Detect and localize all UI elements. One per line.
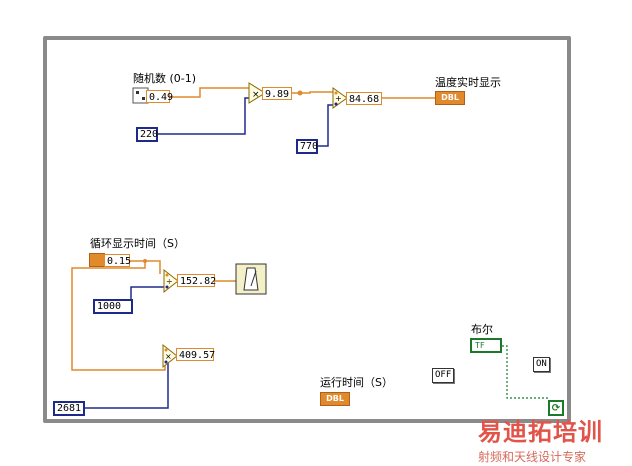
- loop-time-label: 循环显示时间（S）: [90, 237, 185, 250]
- multiply-result: 9.89: [262, 87, 292, 100]
- junction-dot: [143, 259, 147, 263]
- svg-text:÷: ÷: [166, 277, 173, 286]
- metronome-icon: [235, 263, 267, 295]
- bool-control[interactable]: TF: [470, 338, 502, 353]
- wire-1000-to-mult: [130, 286, 165, 300]
- add-result: 84.68: [346, 92, 382, 105]
- wire-220-to-multiply: [157, 97, 250, 135]
- run-mult-result: 409.57: [176, 348, 215, 361]
- wire-770-to-add: [318, 104, 337, 147]
- wire-bool-to-stop: [502, 345, 548, 399]
- random-output: 0.49: [146, 90, 173, 103]
- const-220[interactable]: 220: [136, 127, 158, 142]
- temp-display-label: 温度实时显示: [435, 76, 501, 89]
- junction-dot: [297, 90, 303, 96]
- watermark-title: 易迪拓培训: [478, 418, 603, 446]
- multiply-node-1: ×: [248, 82, 266, 104]
- svg-text:×: ×: [165, 352, 172, 361]
- const-2681[interactable]: 2681: [53, 401, 85, 416]
- watermark-subtitle: 射频和天线设计专家: [478, 450, 587, 464]
- svg-text:×: ×: [252, 90, 260, 100]
- wire-multiply-to-add: [285, 91, 333, 94]
- wire-random-to-multiply: [163, 87, 250, 98]
- run-time-label: 运行时间（S）: [320, 376, 393, 389]
- random-dice-icon: [132, 87, 149, 104]
- random-label: 随机数 (0-1): [133, 72, 197, 85]
- multiply-node-3: ×: [162, 343, 178, 369]
- off-constant[interactable]: OFF: [432, 368, 455, 383]
- const-770[interactable]: 770: [296, 139, 318, 154]
- add-node: +: [332, 87, 348, 109]
- svg-text:+: +: [335, 94, 342, 103]
- bool-label: 布尔: [471, 323, 493, 336]
- const-1000[interactable]: 1000: [93, 299, 133, 314]
- wire-loop-time-to-mult: [130, 260, 161, 274]
- temp-display-terminal[interactable]: DBL: [435, 91, 465, 105]
- loop-mult-result: 152.82: [177, 274, 216, 287]
- wire-loop-time-down: [71, 261, 166, 371]
- loop-time-terminal[interactable]: [89, 253, 105, 267]
- multiply-node-2: ÷: [163, 268, 179, 294]
- run-time-terminal[interactable]: DBL: [320, 392, 350, 406]
- loop-condition-stop-icon[interactable]: ⟳: [548, 400, 564, 416]
- on-constant[interactable]: ON: [533, 357, 550, 372]
- loop-time-value: 0.15: [104, 254, 131, 267]
- wire-2681-to-mult: [85, 362, 169, 409]
- while-loop-frame: [43, 36, 571, 423]
